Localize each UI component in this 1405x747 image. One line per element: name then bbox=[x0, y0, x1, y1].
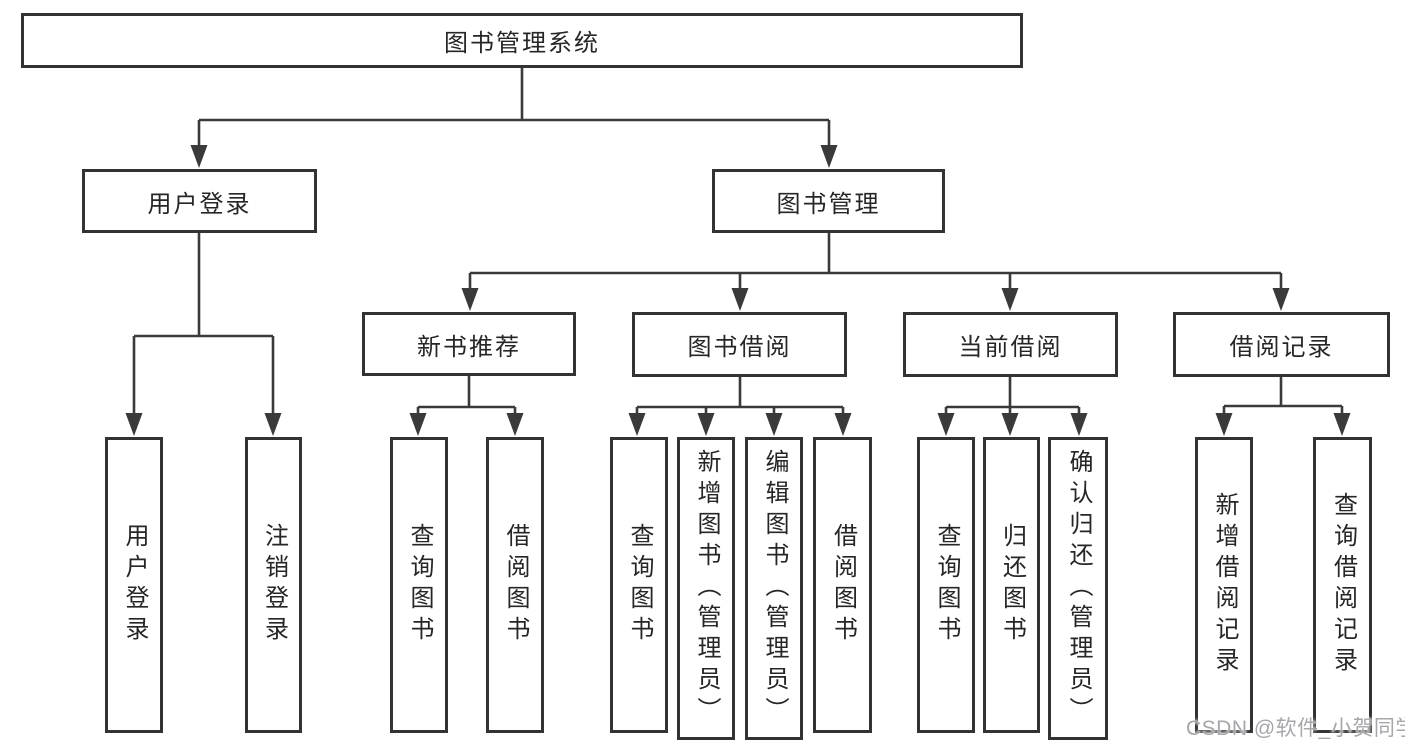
leaf-logout: 注销登录 bbox=[245, 437, 302, 733]
node-borrowing-records: 借阅记录 bbox=[1173, 312, 1390, 377]
leaf-label: 确认归还（管理员） bbox=[1065, 449, 1092, 728]
leaf-edit-books-admin: 编辑图书（管理员） bbox=[745, 437, 803, 740]
node-label: 借阅记录 bbox=[1229, 334, 1334, 361]
node-label: 图书管理系统 bbox=[444, 30, 600, 57]
leaf-return-books: 归还图书 bbox=[983, 437, 1040, 733]
leaf-label: 查询图书 bbox=[406, 523, 433, 647]
leaf-label: 新增图书（管理员） bbox=[693, 449, 720, 728]
leaf-user-login: 用户登录 bbox=[105, 437, 163, 733]
node-book-borrowing: 图书借阅 bbox=[632, 312, 847, 377]
leaf-label: 新增借阅记录 bbox=[1211, 492, 1238, 678]
leaf-label: 借阅图书 bbox=[829, 523, 857, 647]
node-label: 当前借阅 bbox=[958, 334, 1063, 361]
leaf-query-borrow-record: 查询借阅记录 bbox=[1313, 437, 1372, 733]
leaf-label: 查询图书 bbox=[933, 523, 960, 647]
leaf-label: 注销登录 bbox=[260, 523, 288, 647]
leaf-borrow-books-2: 借阅图书 bbox=[813, 437, 872, 733]
node-current-borrowing: 当前借阅 bbox=[903, 312, 1118, 377]
node-label: 图书借阅 bbox=[687, 334, 792, 361]
node-user-login: 用户登录 bbox=[82, 169, 317, 233]
leaf-label: 查询图书 bbox=[626, 523, 653, 647]
csdn-watermark: CSDN @软件_小贺同学 bbox=[1186, 717, 1405, 740]
leaf-query-books-3: 查询图书 bbox=[917, 437, 975, 733]
node-library-management-system: 图书管理系统 bbox=[21, 13, 1023, 68]
leaf-label: 编辑图书（管理员） bbox=[761, 449, 788, 728]
leaf-confirm-return-admin: 确认归还（管理员） bbox=[1048, 437, 1108, 740]
leaf-label: 归还图书 bbox=[998, 523, 1026, 647]
node-label: 新书推荐 bbox=[417, 333, 521, 361]
leaf-borrow-books-1: 借阅图书 bbox=[486, 437, 544, 733]
node-book-management: 图书管理 bbox=[712, 169, 945, 233]
leaf-label: 借阅图书 bbox=[502, 523, 529, 647]
leaf-query-books-2: 查询图书 bbox=[610, 437, 668, 733]
leaf-label: 用户登录 bbox=[121, 523, 148, 647]
leaf-add-borrow-record: 新增借阅记录 bbox=[1195, 437, 1253, 733]
leaf-label: 查询借阅记录 bbox=[1329, 492, 1357, 678]
node-new-book-recommend: 新书推荐 bbox=[362, 312, 576, 376]
node-label: 图书管理 bbox=[776, 190, 881, 218]
leaf-query-books-1: 查询图书 bbox=[390, 437, 448, 733]
node-label: 用户登录 bbox=[147, 190, 252, 218]
leaf-add-books-admin: 新增图书（管理员） bbox=[677, 437, 735, 740]
